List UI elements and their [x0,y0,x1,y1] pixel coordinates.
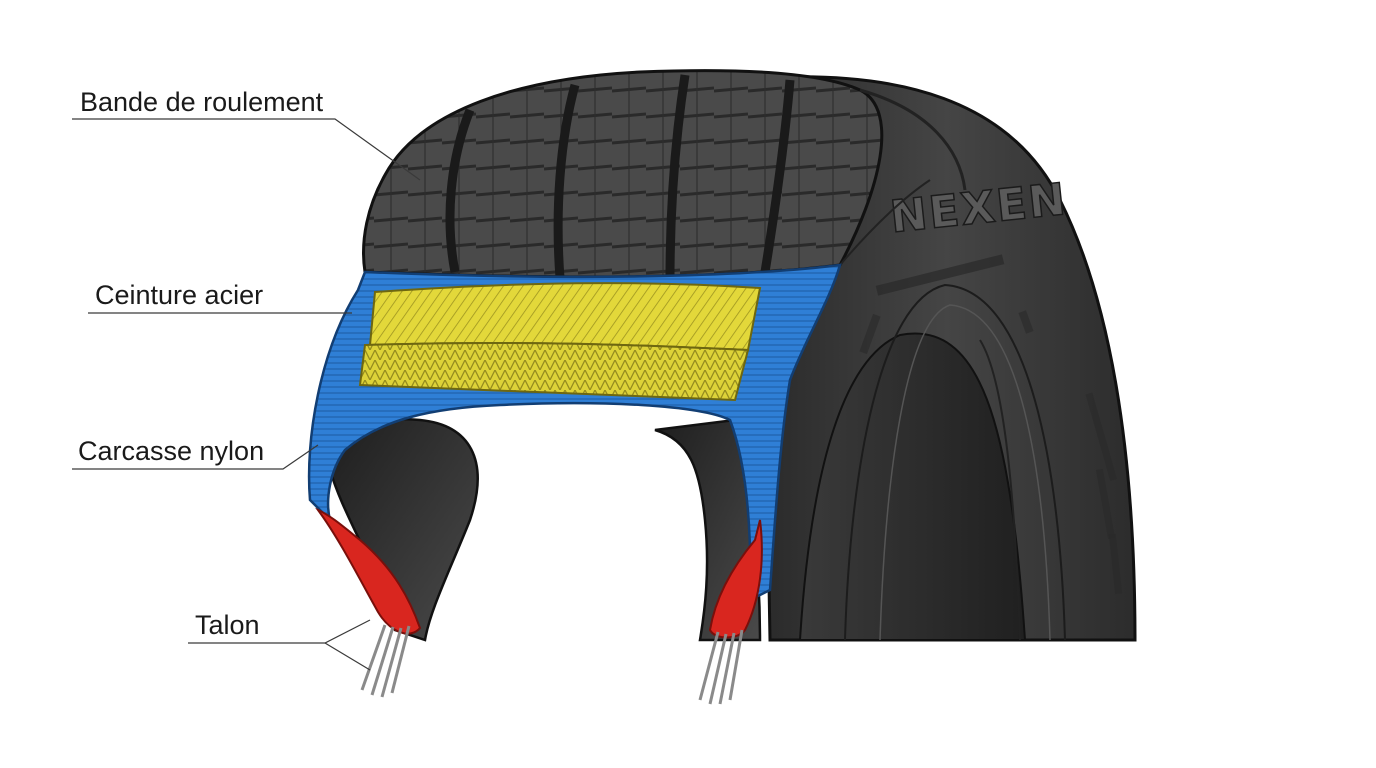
leader-tread [72,118,421,181]
label-bead-group: Talon [188,610,371,671]
label-tread-group: Bande de roulement [72,87,421,181]
label-tread: Bande de roulement [80,87,324,117]
bead-left [315,507,422,698]
sidewall-markings [859,254,1123,595]
label-carcass-group: Carcasse nylon [72,436,319,470]
leader-carcass [72,444,319,470]
label-belt: Ceinture acier [95,280,263,310]
label-belt-group: Ceinture acier [88,280,352,314]
bead-wires-right [698,629,744,705]
bead-right [698,519,763,705]
label-carcass: Carcasse nylon [78,436,264,466]
leader-bead-2 [324,642,371,671]
steel-belt-layer [358,282,762,402]
bead-wires-left [360,624,411,698]
label-bead: Talon [195,610,260,640]
